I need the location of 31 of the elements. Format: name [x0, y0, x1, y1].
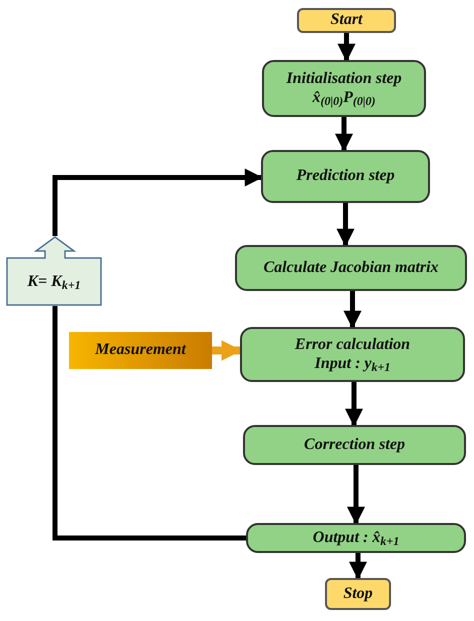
arrow: [347, 465, 365, 525]
arrow: [336, 203, 354, 247]
node-label: Stop: [342, 584, 374, 604]
start-terminal: [297, 8, 396, 33]
node-label: Error calculation: [294, 336, 412, 354]
input-block: [69, 332, 212, 369]
node-label: Input : y$_{k+1}$: [314, 354, 392, 373]
node-label: Correction step: [303, 436, 406, 454]
arrow: [345, 382, 363, 427]
process-box: [243, 425, 466, 465]
node-label: x̂$_{(0|0)}$P$_{(0|0)}$: [311, 88, 377, 107]
arrow: [52, 168, 263, 236]
arrow: [338, 33, 356, 62]
block-arrow: [212, 340, 242, 361]
arrow: [335, 117, 353, 152]
output-box: [246, 523, 466, 553]
process-box: [240, 327, 465, 382]
node-label: Prediction step: [295, 167, 396, 186]
arrow: [349, 553, 367, 580]
node-label: Calculate Jacobian matrix: [262, 258, 440, 278]
node-label: Start: [329, 11, 364, 30]
node-label: Initialisation step: [285, 70, 403, 88]
node-label: K= K$_{k+1}$: [26, 272, 82, 292]
process-box: [261, 150, 430, 203]
process-box: [262, 60, 426, 117]
stop-terminal: [325, 578, 391, 610]
node-label: Measurement: [94, 341, 188, 360]
gain-update-box: [6, 236, 102, 306]
arrow: [344, 291, 362, 329]
node-label: Output : x̂$_{k+1}$: [312, 528, 400, 548]
process-box: [235, 245, 467, 291]
